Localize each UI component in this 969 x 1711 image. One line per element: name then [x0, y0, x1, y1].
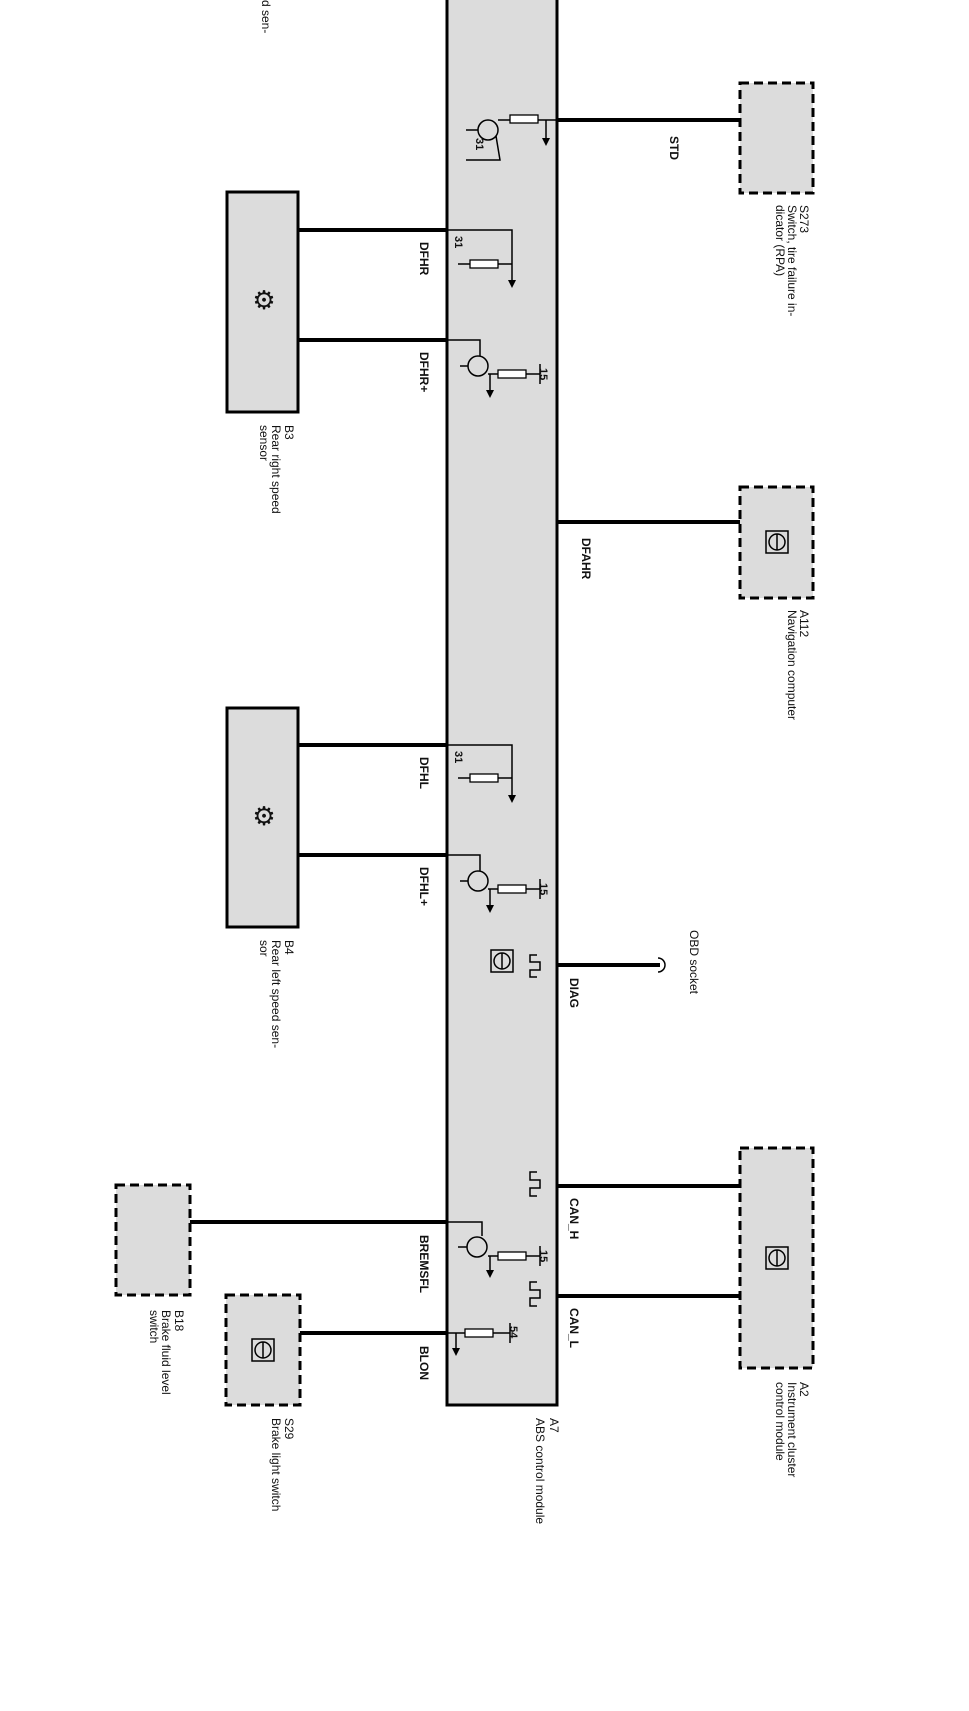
- signal-dfhr: DFHR: [417, 242, 431, 276]
- obd-socket-label: OBD socket: [687, 930, 701, 995]
- s29-name: Brake light switch: [269, 1418, 283, 1511]
- control-unit-icon: [765, 1246, 789, 1270]
- a7-name: ABS control module: [533, 1418, 547, 1524]
- continued-label: d sen-: [259, 0, 273, 33]
- signal-pulse-icon: [529, 954, 541, 978]
- b4-sensor-box: [225, 706, 300, 929]
- signal-std: STD: [667, 136, 681, 160]
- b18-name-1: Brake fluid level: [159, 1310, 173, 1395]
- signal-pulse-icon: [529, 1281, 541, 1307]
- signal-dfhl-plus: DFHL+: [417, 867, 431, 906]
- b4-name-2: sor: [257, 940, 271, 957]
- terminal-31: 31: [452, 751, 464, 763]
- s273-switch-box: [738, 81, 815, 195]
- terminal-31: 31: [473, 138, 485, 150]
- a2-name-1: Instrument cluster: [785, 1382, 799, 1477]
- b18-fluid-switch-box: [114, 1183, 192, 1297]
- terminal-15: 15: [537, 368, 549, 380]
- signal-dfhr-plus: DFHR+: [417, 352, 431, 392]
- b18-code: B18: [172, 1310, 186, 1332]
- a7-code: A7: [547, 1418, 561, 1433]
- a2-code: A2: [797, 1382, 811, 1397]
- resistor-icon: [447, 229, 516, 288]
- transistor-icon: [447, 339, 541, 398]
- signal-dfahr: DFAHR: [579, 538, 593, 580]
- terminal-54: 54: [507, 1326, 519, 1339]
- s29-code: S29: [282, 1418, 296, 1440]
- s273-code: S273: [797, 205, 811, 233]
- a112-code: A112: [797, 610, 811, 637]
- b4-code: B4: [282, 940, 296, 955]
- gear-sensor-icon: ⚙: [252, 801, 275, 831]
- b3-sensor-box: [225, 190, 300, 414]
- control-unit-icon: [251, 1338, 275, 1362]
- b18-name-2: switch: [147, 1310, 161, 1343]
- b3-name-1: Rear right speed: [269, 425, 283, 514]
- terminal-15: 15: [537, 1250, 549, 1262]
- transistor-icon: [466, 114, 557, 161]
- signal-dfhl: DFHL: [417, 757, 431, 789]
- s273-name-1: Switch, tire failure in-: [785, 205, 799, 316]
- s273-name-2: dicator (RPA): [773, 205, 787, 276]
- b3-name-2: sensor: [257, 425, 271, 461]
- socket-icon: [657, 957, 666, 973]
- signal-bremsfl: BREMSFL: [417, 1235, 431, 1293]
- control-unit-icon: [765, 530, 789, 554]
- transistor-icon: [447, 1221, 541, 1278]
- resistor-icon: [447, 1323, 511, 1356]
- signal-diag: DIAG: [567, 978, 581, 1008]
- signal-pulse-icon: [529, 1171, 541, 1197]
- signal-can-h: CAN_H: [567, 1198, 581, 1239]
- terminal-31: 31: [452, 236, 464, 248]
- abs-control-module-box: [445, 0, 559, 1407]
- transistor-icon: [447, 854, 541, 913]
- signal-can-l: CAN_L: [567, 1308, 581, 1348]
- gear-sensor-icon: ⚙: [252, 285, 275, 315]
- control-unit-icon: [490, 949, 514, 973]
- resistor-icon: [447, 744, 516, 803]
- a112-name: Navigation computer: [785, 610, 799, 720]
- b4-name-1: Rear left speed sen-: [269, 940, 283, 1048]
- signal-blon: BLON: [417, 1346, 431, 1380]
- a2-name-2: control module: [773, 1382, 787, 1461]
- terminal-15: 15: [537, 883, 549, 895]
- b3-code: B3: [282, 425, 296, 440]
